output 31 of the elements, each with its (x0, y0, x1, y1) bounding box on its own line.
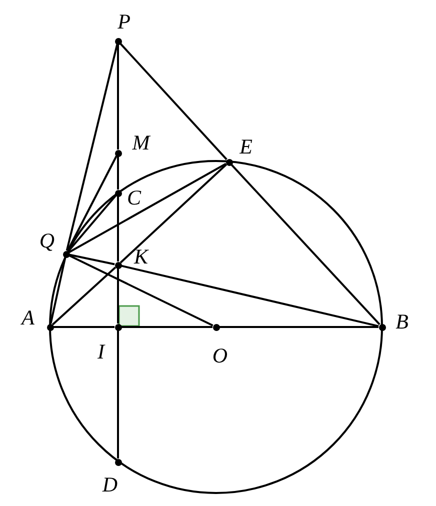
point-label: M (132, 132, 150, 154)
line-segment (66, 44, 118, 251)
line-segment (68, 195, 116, 252)
line-segment (117, 268, 119, 324)
line-segment (66, 156, 118, 252)
line-segment (117, 156, 119, 190)
point-label: K (134, 246, 148, 268)
line-segment (52, 266, 116, 326)
line-segment (122, 326, 212, 328)
line-segment (120, 42, 228, 160)
line-segment (50, 257, 66, 324)
line-segment (117, 44, 119, 150)
point-label: C (127, 188, 141, 208)
point-label: I (98, 342, 104, 362)
line-segment (54, 326, 114, 328)
line-segment (117, 330, 119, 458)
line-segment (120, 164, 228, 264)
point-label: D (102, 474, 118, 496)
line-segment (230, 164, 380, 326)
point-label: B (396, 312, 408, 332)
line-segment (69, 254, 115, 266)
line-segment (68, 162, 226, 254)
line-segment (117, 196, 119, 262)
line-segment (68, 254, 214, 326)
point-label: A (22, 308, 34, 328)
point-label: O (212, 346, 228, 366)
point-label: E (240, 136, 252, 158)
point-label: Q (39, 230, 55, 252)
line-segment (121, 264, 379, 328)
line-segment (220, 326, 378, 328)
point-label: P (118, 12, 130, 32)
